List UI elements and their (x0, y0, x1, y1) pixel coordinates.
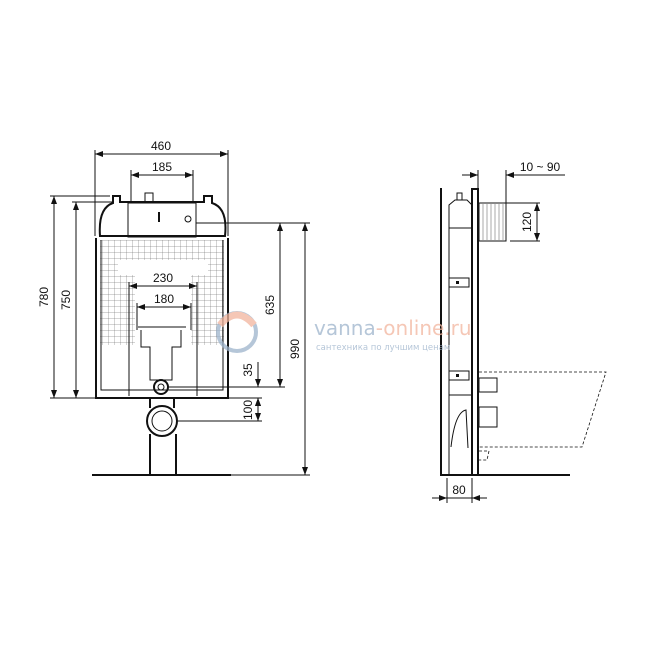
wall-line (440, 188, 570, 476)
dim-460: 460 (151, 139, 171, 153)
valve-marker-icon (456, 281, 459, 284)
watermark-site-1: vanna (314, 316, 376, 340)
dim-635: 635 (263, 295, 277, 315)
outlet-connector (153, 379, 169, 395)
side-cistern (448, 199, 473, 475)
dim-780: 780 (37, 287, 51, 307)
valve-marker-icon (456, 374, 459, 377)
front-view: 460 185 780 750 230 180 635 990 35 100 (37, 139, 310, 476)
dim-100: 100 (241, 400, 255, 420)
front-plate (471, 188, 479, 476)
watermark: vanna-online.ru сантехника по лучшим цен… (216, 311, 472, 353)
dim-80: 80 (452, 483, 466, 497)
dim-750: 750 (59, 290, 73, 310)
frog-logo-icon (216, 311, 258, 353)
wc-bowl-outline (479, 371, 607, 461)
dim-230: 230 (153, 271, 173, 285)
flush-button-box (478, 202, 507, 242)
dim-990: 990 (288, 339, 302, 359)
dim-10-90: 10 ~ 90 (520, 160, 561, 174)
watermark-tagline: сантехника по лучшим ценам (316, 343, 450, 353)
svg-text:vanna-online.ru: vanna-online.ru (314, 316, 472, 340)
dim-35: 35 (241, 363, 255, 377)
side-view: 10 ~ 90 120 80 (432, 160, 607, 503)
drain-pipe (149, 398, 175, 408)
cistern (98, 195, 227, 237)
watermark-site-2: -online.ru (376, 316, 472, 340)
dim-185: 185 (152, 160, 172, 174)
dim-180: 180 (154, 292, 174, 306)
dim-120: 120 (520, 212, 534, 232)
